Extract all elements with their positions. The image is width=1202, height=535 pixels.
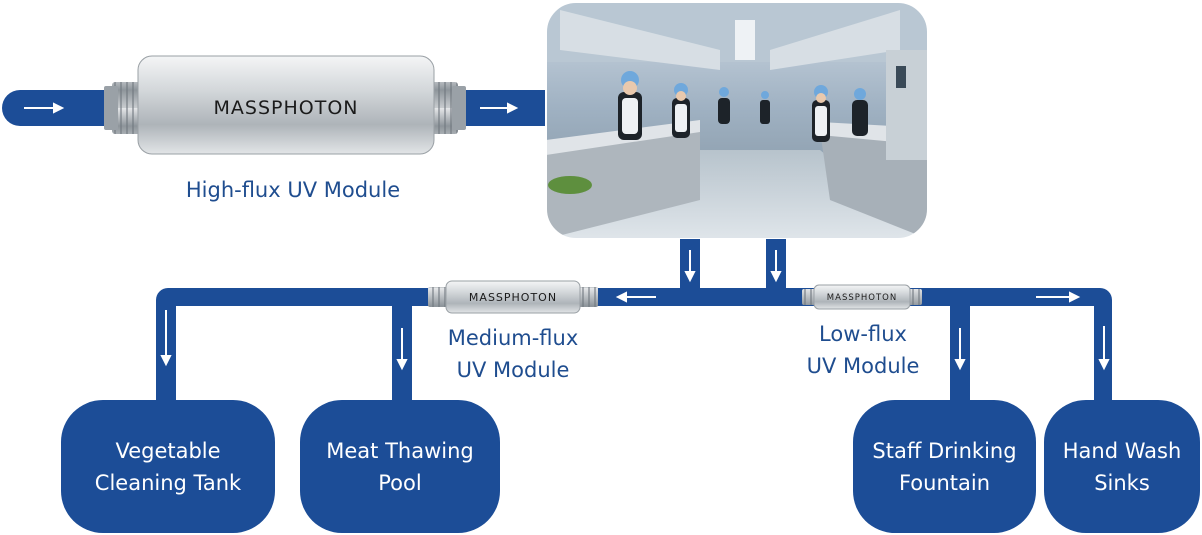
- destination-line1: Staff Drinking: [872, 438, 1017, 463]
- high-flux-label-text: High-flux UV Module: [185, 178, 401, 202]
- medium-flux-uv-module: MASSPHOTON: [428, 280, 598, 314]
- flow-arrow-icon: [770, 250, 782, 283]
- flow-arrow-icon: [1098, 326, 1110, 371]
- flow-arrow-icon: [684, 250, 696, 283]
- flow-arrow-icon: [954, 328, 966, 371]
- flow-arrow-icon: [396, 328, 408, 371]
- brand-logo-medium: MASSPHOTON: [469, 291, 557, 304]
- flow-arrow-icon: [615, 291, 656, 303]
- destination-line2: Cleaning Tank: [94, 470, 242, 495]
- medium-flux-module-label: Medium-flux UV Module: [420, 322, 606, 386]
- low-flux-label-line1: Low-flux: [819, 322, 907, 346]
- low-flux-module-label: Low-flux UV Module: [778, 318, 948, 382]
- brand-logo-high: MASSPHOTON: [214, 97, 359, 119]
- flow-arrow-icon: [1036, 291, 1081, 303]
- destination-line1: Vegetable: [115, 438, 221, 463]
- destination-hand-wash-sinks: Hand Wash Sinks: [1044, 400, 1200, 533]
- flow-arrow-icon: [480, 102, 519, 114]
- medium-flux-label-line2: UV Module: [456, 358, 570, 382]
- destination-line2: Sinks: [1094, 470, 1150, 495]
- destination-staff-drinking-fountain: Staff Drinking Fountain: [853, 400, 1036, 533]
- high-flux-module-label: High-flux UV Module: [150, 174, 436, 206]
- low-flux-label-line2: UV Module: [806, 354, 920, 378]
- brand-logo-low: MASSPHOTON: [827, 293, 897, 303]
- high-flux-uv-module: MASSPHOTON: [104, 55, 466, 155]
- destination-line2: Pool: [378, 470, 422, 495]
- medium-flux-label-line1: Medium-flux: [447, 326, 579, 350]
- destination-line1: Meat Thawing: [326, 438, 474, 463]
- distribution-pipe: [156, 288, 1112, 400]
- destination-vegetable-cleaning-tank: Vegetable Cleaning Tank: [61, 400, 275, 533]
- destination-line1: Hand Wash: [1062, 438, 1182, 463]
- flow-arrow-icon: [24, 102, 65, 114]
- destination-meat-thawing-pool: Meat Thawing Pool: [300, 400, 500, 533]
- destination-line2: Fountain: [898, 470, 991, 495]
- kitchen-photo: [546, 2, 928, 239]
- flow-arrow-icon: [160, 310, 172, 367]
- low-flux-uv-module: MASSPHOTON: [802, 284, 922, 310]
